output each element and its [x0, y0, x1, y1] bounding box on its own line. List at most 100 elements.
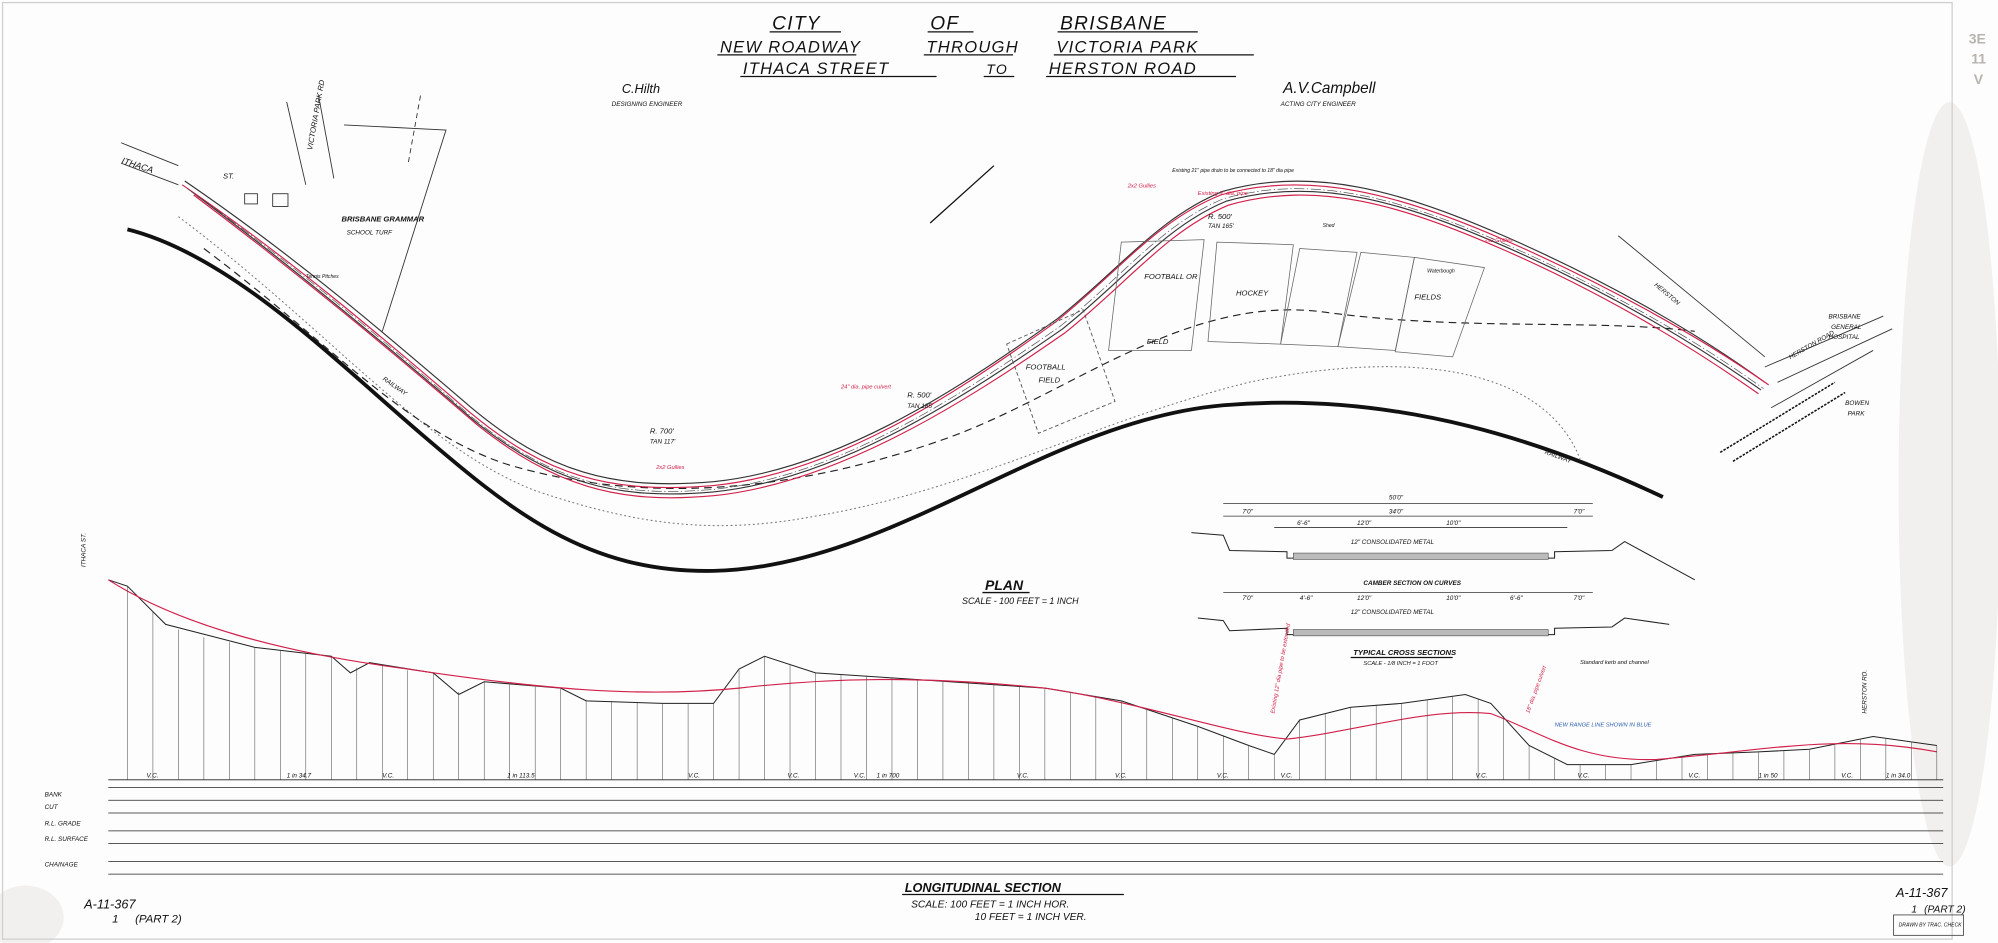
svg-text:V.C.: V.C. — [854, 772, 866, 779]
svg-text:2x2 Gullies: 2x2 Gullies — [1483, 238, 1512, 244]
drawn-by-stamp: DRAWN BY TRAC. CHECK — [1899, 922, 1963, 928]
svg-text:10'0": 10'0" — [1446, 595, 1461, 602]
paper-stain — [1898, 102, 1998, 867]
svg-text:V.C.: V.C. — [382, 772, 394, 779]
svg-text:TAN 165': TAN 165' — [1208, 223, 1235, 230]
svg-text:7'0": 7'0" — [1574, 509, 1585, 516]
school-boundary — [344, 124, 447, 332]
row-label-chainage: CHAINAGE — [45, 862, 79, 869]
svg-text:Waterbough: Waterbough — [1427, 269, 1455, 275]
title-to: TO — [986, 61, 1008, 77]
signature-right: A.V.Campbell ACTING CITY ENGINEER — [1280, 80, 1376, 108]
plan-title: PLAN — [985, 577, 1024, 593]
drawing-number-left: A-11-367 1 (PART 2) — [83, 897, 182, 926]
svg-text:2x2 Gullies: 2x2 Gullies — [1127, 183, 1156, 189]
svg-text:10'0": 10'0" — [1446, 520, 1461, 527]
svg-text:V.C.: V.C. — [1017, 772, 1029, 779]
svg-text:Shed: Shed — [1323, 223, 1335, 229]
railway-label-1: RAILWAY — [381, 376, 408, 398]
ithaca-street-lines — [120, 142, 179, 186]
title-herston-road: HERSTON ROAD — [1049, 59, 1197, 78]
cross-section-title: TYPICAL CROSS SECTIONS — [1353, 648, 1456, 657]
svg-text:TAN 117': TAN 117' — [650, 438, 676, 445]
svg-text:7'0": 7'0" — [1242, 595, 1253, 602]
svg-text:1: 1 — [1911, 904, 1917, 915]
herston-rd-marker: HERSTON RD. — [1862, 670, 1869, 714]
bowen-park-label: BOWEN — [1845, 400, 1869, 407]
railway-label-2: RAILWAY — [1544, 449, 1573, 465]
svg-text:2x2 Gullies: 2x2 Gullies — [655, 465, 684, 471]
school-label: BRISBANE GRAMMAR — [341, 215, 424, 224]
title-victoria-park: VICTORIA PARK — [1056, 37, 1198, 56]
existing-track-dashed — [203, 248, 1695, 490]
sheet-border — [1, 1, 1953, 940]
svg-text:V.C.: V.C. — [147, 772, 159, 779]
road-kerb-red — [181, 184, 1769, 489]
pipe-culvert-note: 24" dia. pipe culvert — [840, 385, 891, 391]
svg-text:ACTING CITY ENGINEER: ACTING CITY ENGINEER — [1280, 101, 1357, 108]
svg-text:12'0": 12'0" — [1357, 595, 1372, 602]
road-kerb-red-2 — [193, 194, 1759, 499]
grade-profile-red — [108, 579, 1937, 761]
svg-text:HOCKEY: HOCKEY — [1236, 289, 1269, 298]
svg-text:FIELD: FIELD — [1147, 337, 1169, 346]
signature-left: C.Hilth DESIGNING ENGINEER — [612, 81, 683, 108]
radius-700-label: R. 700' — [650, 426, 674, 435]
svg-text:A-11-367: A-11-367 — [1895, 885, 1948, 900]
football-field-1 — [1006, 309, 1116, 434]
blue-note: NEW RANGE LINE SHOWN IN BLUE — [1555, 722, 1652, 728]
paper-stain — [0, 885, 64, 943]
river-bank-line — [126, 227, 1664, 573]
data-table-grid — [108, 787, 1944, 875]
svg-text:1: 1 — [112, 914, 118, 926]
victoria-park-rd-lines — [286, 95, 335, 185]
school-sub-label: SCHOOL TURF — [347, 229, 394, 236]
svg-text:11: 11 — [1971, 51, 1986, 67]
svg-text:Tennis Pitches: Tennis Pitches — [306, 274, 339, 280]
svg-text:18" dia. pipe culvert: 18" dia. pipe culvert — [1525, 665, 1548, 714]
svg-text:12" CONSOLIDATED METAL: 12" CONSOLIDATED METAL — [1351, 609, 1435, 616]
svg-text:12'0": 12'0" — [1357, 520, 1372, 527]
svg-text:A.V.Campbell: A.V.Campbell — [1282, 80, 1376, 97]
svg-text:Standard kerb and channel: Standard kerb and channel — [1580, 660, 1649, 666]
svg-text:PARK: PARK — [1848, 410, 1866, 417]
svg-text:V.C.: V.C. — [1688, 772, 1700, 779]
svg-text:FOOTBALL: FOOTBALL — [1026, 363, 1066, 372]
north-arrow — [929, 165, 995, 224]
ithaca-label: ITHACA — [120, 156, 154, 176]
svg-text:FIELDS: FIELDS — [1414, 292, 1441, 301]
svg-text:Existing 12" dia pipe to be ex: Existing 12" dia pipe to be extended — [1270, 622, 1292, 714]
longitudinal-scale-v: 10 FEET = 1 INCH VER. — [975, 912, 1087, 923]
svg-text:V.C.: V.C. — [1217, 772, 1229, 779]
svg-text:(PART 2): (PART 2) — [1924, 904, 1966, 915]
table-row-labels: BANK CUT R.L. GRADE R.L. SURFACE CHAINAG… — [45, 791, 89, 868]
svg-text:DESIGNING ENGINEER: DESIGNING ENGINEER — [612, 101, 683, 108]
svg-text:TAN 185': TAN 185' — [907, 403, 934, 410]
svg-text:V.C.: V.C. — [787, 772, 799, 779]
cross-section-scale: SCALE - 1/8 INCH = 1 FOOT — [1363, 661, 1438, 667]
title-brisbane: BRISBANE — [1060, 13, 1167, 34]
svg-text:6'-6": 6'-6" — [1297, 520, 1310, 527]
victoria-park-rd-label: VICTORIA PARK RD — [305, 79, 326, 151]
corner-stamp: 3E 11 V — [1969, 30, 1987, 87]
svg-text:7'0": 7'0" — [1242, 509, 1253, 516]
title-through: THROUGH — [926, 37, 1019, 56]
existing-path — [178, 216, 1581, 527]
road-centreline — [187, 188, 1764, 492]
svg-text:(PART 2): (PART 2) — [135, 914, 182, 926]
cross-sections: 50'0" 34'0" 7'0" 7'0" 6'-6" 12'0" 10'0" … — [1191, 495, 1695, 667]
svg-text:1 in 34.0: 1 in 34.0 — [1886, 772, 1911, 779]
herston-road-lines — [1617, 235, 1893, 409]
radius-500b-label: R. 500' — [1208, 212, 1232, 221]
longitudinal-section-title: LONGITUDINAL SECTION — [905, 880, 1062, 895]
svg-text:V: V — [1974, 71, 1984, 87]
ithaca-st-marker: ITHACA ST. — [80, 533, 87, 567]
svg-text:V.C.: V.C. — [1578, 772, 1590, 779]
svg-text:V.C.: V.C. — [1281, 772, 1293, 779]
title-new-roadway: NEW ROADWAY — [720, 37, 862, 56]
plan-scale: SCALE - 100 FEET = 1 INCH — [962, 596, 1079, 606]
title-ithaca-street: ITHACA STREET — [743, 59, 890, 78]
svg-text:34'0": 34'0" — [1389, 509, 1404, 516]
